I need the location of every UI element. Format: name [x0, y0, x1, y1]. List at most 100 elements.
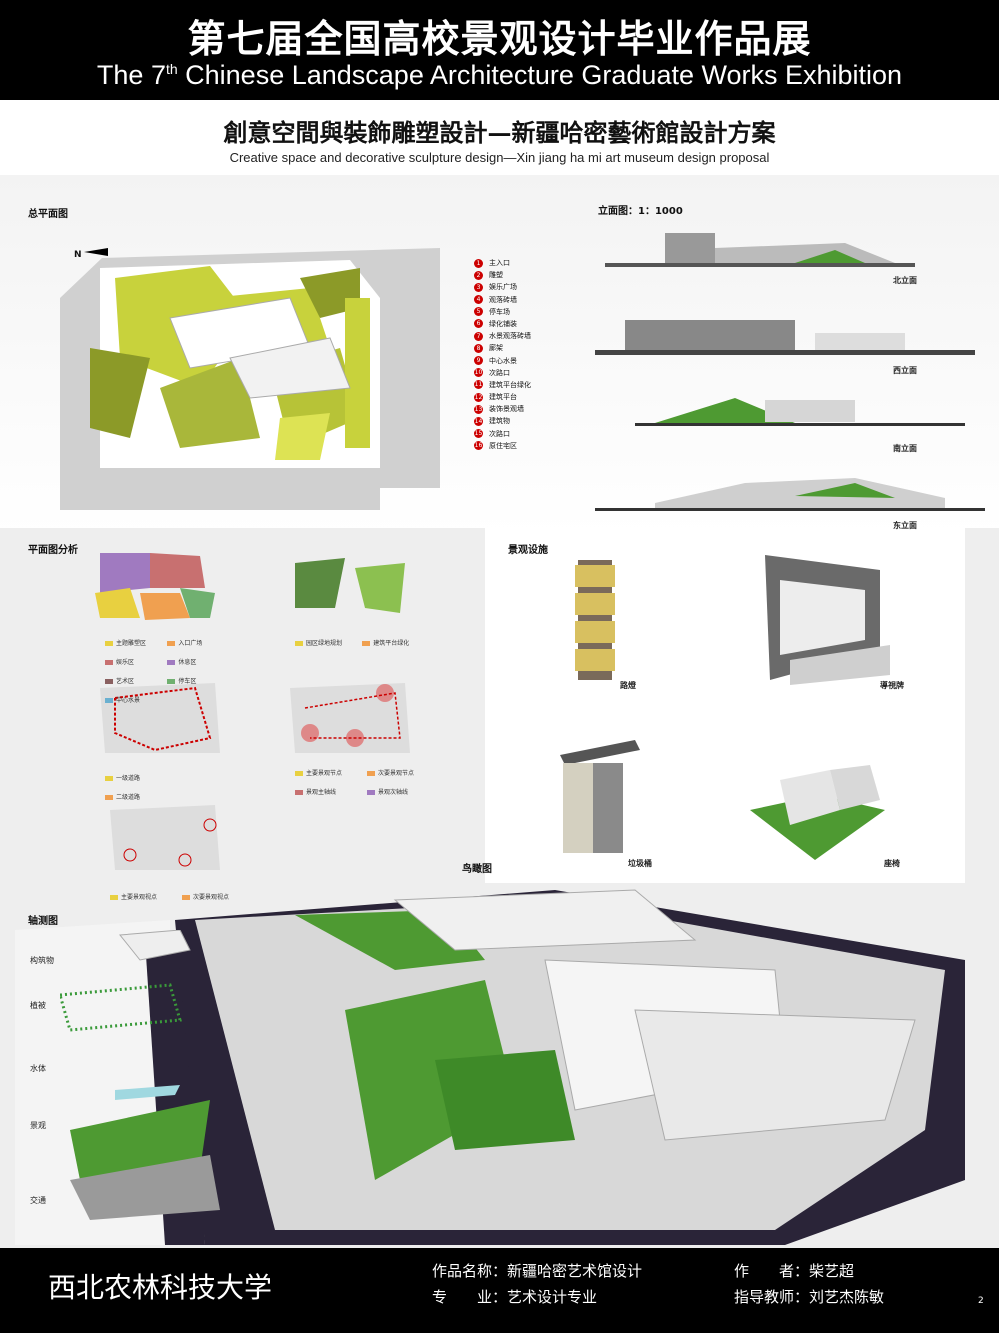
- legend-item: 9 中心水景: [474, 355, 531, 367]
- facility-lamp-label: 路燈: [620, 681, 636, 690]
- legend-marker-icon: 7: [474, 331, 483, 341]
- analysis-legend-item: 娱乐区: [105, 657, 167, 668]
- elevation-west: 西立面: [893, 366, 917, 375]
- legend-label: 建筑平台: [489, 393, 517, 402]
- axo-layer-traffic: 交通: [30, 1196, 46, 1205]
- legend-label: 建筑物: [489, 417, 510, 426]
- legend-item: 8 廊架: [474, 342, 531, 354]
- analysis-legend-item: 次要景观节点: [367, 768, 439, 779]
- legend-item: 11 建筑平台绿化: [474, 379, 531, 391]
- axo-layer-structures: 构筑物: [30, 956, 54, 965]
- analysis-legend-item: 休息区: [167, 657, 229, 668]
- axo-layer-water: 水体: [30, 1064, 46, 1073]
- legend-marker-icon: 11: [474, 380, 483, 390]
- footer-bar: 西北农林科技大学 作品名称：新疆哈密艺术馆设计 作 者：柴艺超 专 业：艺术设计…: [0, 1248, 999, 1333]
- legend-label: 绿化铺装: [489, 319, 517, 328]
- plan-analysis-label: 平面图分析: [28, 545, 78, 556]
- elevation-north: 北立面: [893, 276, 917, 285]
- legend-label: 雕塑: [489, 271, 503, 280]
- analysis-green-space: [290, 553, 410, 618]
- project-title-cn: 創意空間與裝飾雕塑設計—新疆哈密藝術館設計方案: [223, 118, 776, 147]
- legend-label: 建筑平台绿化: [489, 380, 531, 389]
- legend-label: 装饰景观墙: [489, 405, 524, 414]
- legend-marker-icon: 9: [474, 356, 483, 365]
- analysis-legend-item: 主题雕塑区: [105, 638, 167, 649]
- legend-marker-icon: 4: [474, 295, 483, 305]
- analysis-functional-zones: [95, 553, 215, 620]
- legend-marker-icon: 6: [474, 319, 483, 329]
- legend-item: 7 水景观落砖墙: [474, 330, 531, 342]
- legend-marker-icon: 5: [474, 307, 483, 317]
- trash-bin-drawing: [560, 740, 640, 853]
- legend-item: 12 建筑平台: [474, 391, 531, 403]
- facility-bin-label: 垃圾桶: [628, 859, 652, 868]
- facility-sign-label: 導視牌: [880, 681, 904, 690]
- legend-marker-icon: 14: [474, 416, 483, 426]
- axonometric-label: 轴测图: [28, 916, 58, 927]
- exhibition-title-en: The 7th Chinese Landscape Architecture G…: [96, 60, 903, 90]
- analysis-legend-zones: 主题雕塑区入口广场娱乐区休息区艺术区停车区中心水景: [105, 630, 235, 706]
- analysis-legend-item: 景观次轴线: [367, 787, 439, 798]
- legend-marker-icon: 8: [474, 343, 483, 353]
- author: 作 者：柴艺超: [734, 1262, 855, 1280]
- analysis-legend-item: 二级道路: [105, 792, 235, 803]
- north-arrow-icon: [84, 248, 108, 256]
- legend-item: 5 停车场: [474, 306, 531, 318]
- project-title-en: Creative space and decorative sculpture …: [229, 150, 770, 165]
- elevation-label: 立面图：1：1000: [598, 206, 683, 217]
- analysis-legend-nodes: 主要景观节点次要景观节点景观主轴线景观次轴线: [295, 760, 445, 798]
- analysis-legend-roads: 一级道路二级道路: [105, 765, 235, 803]
- legend-label: 水景观落砖墙: [489, 332, 531, 341]
- work-name: 作品名称：新疆哈密艺术馆设计: [432, 1262, 643, 1280]
- analysis-legend-item: 中心水景: [105, 695, 167, 706]
- analysis-circulation: [100, 683, 220, 753]
- legend-item: 6 绿化铺装: [474, 318, 531, 330]
- north-arrow-label: N: [74, 250, 82, 260]
- analysis-legend-item: 艺术区: [105, 676, 167, 687]
- legend-marker-icon: 3: [474, 282, 483, 292]
- legend-label: 原住宅区: [489, 441, 517, 450]
- legend-marker-icon: 16: [474, 441, 483, 451]
- elevation-east: 东立面: [893, 521, 917, 530]
- legend-marker-icon: 12: [474, 392, 483, 402]
- legend-item: 1 主入口: [474, 257, 531, 269]
- site-plan-drawing: [60, 248, 440, 510]
- header-banner: 第七届全国高校景观设计毕业作品展 The 7th Chinese Landsca…: [0, 0, 999, 100]
- major: 专 业：艺术设计专业: [432, 1288, 598, 1306]
- legend-item: 16 原住宅区: [474, 440, 531, 452]
- legend-label: 停车场: [489, 307, 510, 316]
- advisor: 指导教师：刘艺杰陈敏: [734, 1288, 885, 1306]
- analysis-legend-item: 园区绿地规划: [295, 638, 362, 649]
- analysis-legend-item: 建筑平台绿化: [362, 638, 429, 649]
- site-plan-label: 总平面图: [28, 209, 68, 220]
- legend-label: 次路口: [489, 429, 510, 438]
- exhibition-title-cn: 第七届全国高校景观设计毕业作品展: [187, 17, 812, 61]
- legend-label: 中心水景: [489, 356, 517, 365]
- legend-label: 廊架: [489, 344, 503, 353]
- analysis-legend-item: 次要景观视点: [182, 892, 254, 903]
- analysis-legend-item: 停车区: [167, 676, 229, 687]
- axonometric-drawing: [60, 930, 220, 1220]
- legend-label: 次路口: [489, 368, 510, 377]
- analysis-landscape-nodes: [290, 683, 410, 753]
- bench-drawing: [750, 765, 885, 860]
- birdseye-drawing: [15, 889, 965, 1245]
- signboard-drawing: [765, 555, 890, 685]
- analysis-viewpoints: [110, 805, 220, 870]
- legend-label: 主入口: [489, 259, 510, 267]
- analysis-legend-green: 园区绿地规划建筑平台绿化: [295, 630, 435, 649]
- elevation-south: 南立面: [893, 444, 917, 453]
- analysis-legend-item: 一级道路: [105, 773, 235, 784]
- legend-marker-icon: 1: [474, 258, 483, 268]
- analysis-legend-item: 主要景观节点: [295, 768, 367, 779]
- page-number: 2: [978, 1296, 984, 1306]
- facilities-label: 景观设施: [508, 545, 548, 556]
- school-name: 西北农林科技大学: [48, 1271, 273, 1304]
- legend-marker-icon: 13: [474, 404, 483, 414]
